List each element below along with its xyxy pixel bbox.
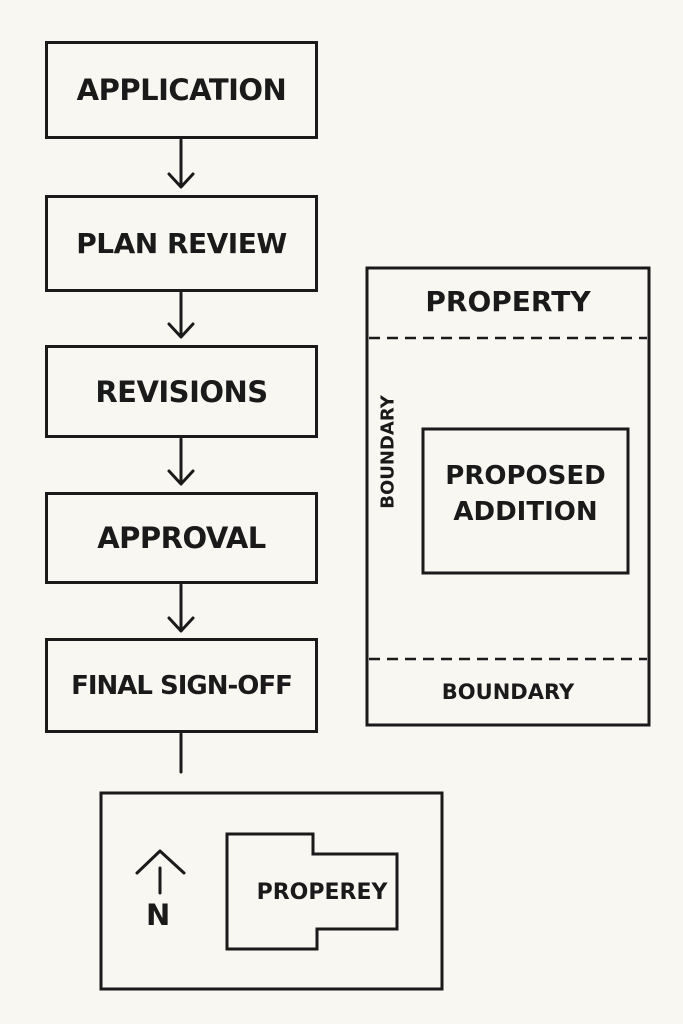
property-outline	[365, 266, 651, 727]
flow-arrow-2	[167, 291, 195, 339]
flow-arrow-3	[167, 437, 195, 486]
flow-arrow-1	[167, 138, 195, 189]
flow-step-final-sign-off: FINAL SIGN-OFF	[45, 638, 318, 733]
proposed-addition-label-line1: PROPOSED	[445, 461, 606, 491]
site-inset-frame	[99, 791, 444, 991]
parcel-label: PROPEREY	[256, 880, 388, 905]
flow-arrow-4	[167, 583, 195, 633]
proposed-addition-label-line2: ADDITION	[453, 497, 598, 527]
flow-step-label: APPROVAL	[97, 521, 266, 555]
north-label: N	[146, 898, 171, 932]
property-plan	[365, 266, 651, 727]
flow-step-label: FINAL SIGN-OFF	[71, 670, 293, 701]
site-inset	[99, 791, 444, 991]
boundary-bottom-label: BOUNDARY	[441, 680, 575, 704]
flow-step-revisions: REVISIONS	[45, 345, 318, 438]
flow-step-approval: APPROVAL	[45, 492, 318, 584]
north-arrow-icon	[135, 849, 186, 895]
flow-step-label: APPLICATION	[76, 73, 287, 107]
parcel-outline	[225, 832, 399, 951]
flow-step-application: APPLICATION	[45, 41, 318, 139]
flow-step-label: PLAN REVIEW	[76, 227, 287, 260]
boundary-side-label: BOUNDARY	[377, 395, 399, 509]
flow-step-plan-review: PLAN REVIEW	[45, 195, 318, 292]
property-title: PROPERTY	[425, 285, 591, 318]
flow-step-label: REVISIONS	[95, 374, 268, 409]
proposed-addition-outline	[421, 427, 630, 575]
